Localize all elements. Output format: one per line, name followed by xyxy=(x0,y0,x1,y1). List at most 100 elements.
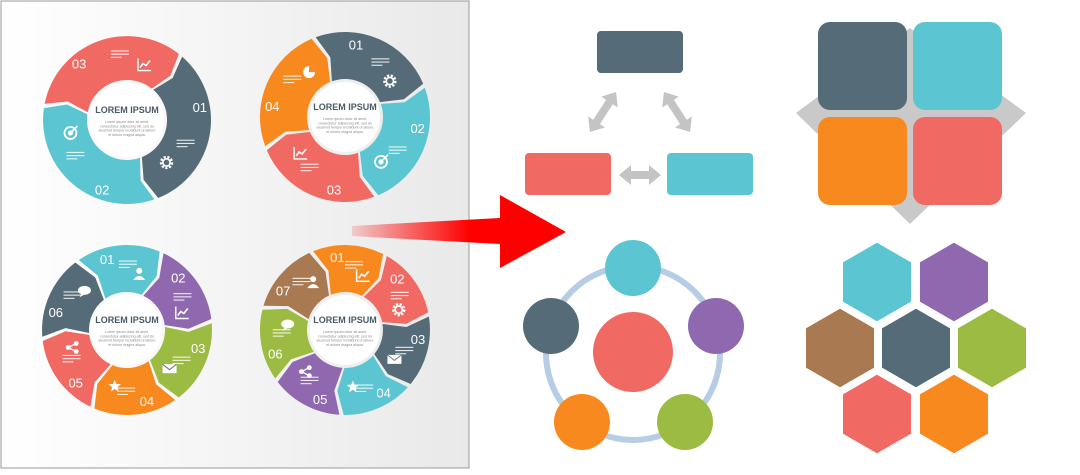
segment-number: 01 xyxy=(193,100,207,115)
chat-icon xyxy=(281,319,295,331)
segment-text-placeholder xyxy=(390,295,409,297)
quad-tile xyxy=(913,22,1002,110)
hex-tile xyxy=(879,305,953,391)
segment-text-placeholder xyxy=(345,261,363,263)
center-body-line: eiusmod tempor incididunt ut labore xyxy=(99,339,156,343)
target-icon xyxy=(374,154,389,169)
center-body-line: Lorem ipsum dolor sit amet, xyxy=(323,117,367,121)
segment-number: 05 xyxy=(68,376,82,391)
segment-number: 01 xyxy=(330,250,344,265)
center-body-line: consectetur adipiscing elit, sed do xyxy=(318,334,372,338)
hexagon-cluster-diagram xyxy=(803,239,1029,457)
cycle-segment: 06 xyxy=(42,262,104,337)
flow-arrow-right xyxy=(662,92,692,132)
segment-text-placeholder xyxy=(172,363,184,365)
segment-text-placeholder xyxy=(345,267,356,269)
hub-satellite-circle xyxy=(688,298,744,354)
segment-number: 03 xyxy=(411,332,425,347)
cycle-segment: 05 xyxy=(277,353,343,415)
cycle-segment: 01 xyxy=(315,31,424,103)
segment-text-placeholder xyxy=(300,170,312,172)
cycle-segment: 03 xyxy=(374,316,430,384)
chart-icon xyxy=(137,58,152,72)
segment-text-placeholder xyxy=(300,379,319,381)
gear-icon xyxy=(392,302,406,317)
segment-text-placeholder xyxy=(388,152,400,154)
segment-text-placeholder xyxy=(292,281,311,283)
triangle-flow-diagram xyxy=(525,31,753,195)
center-title: LOREM IPSUM xyxy=(95,315,159,325)
segment-number: 03 xyxy=(327,183,341,198)
segment-number: 02 xyxy=(95,183,109,198)
segment-number: 04 xyxy=(376,386,390,401)
segment-text-placeholder xyxy=(66,158,78,160)
center-body-line: Lorem ipsum dolor sit amet, xyxy=(105,330,149,334)
quad-tile xyxy=(818,117,907,205)
cycle-segment: 01 xyxy=(141,56,212,198)
segment-text-placeholder xyxy=(292,284,304,286)
segment-text-placeholder xyxy=(118,260,137,262)
chat-icon xyxy=(77,285,91,298)
cycle-segment: 04 xyxy=(337,355,408,416)
segment-text-placeholder xyxy=(283,82,295,84)
segment-text-placeholder xyxy=(283,78,302,80)
center-title: LOREM IPSUM xyxy=(313,315,377,325)
segment-text-placeholder xyxy=(176,146,188,148)
chart-icon xyxy=(355,269,370,282)
center-body-line: et dolore magna aliqua. xyxy=(108,343,146,347)
hex-tile xyxy=(840,239,914,325)
hex-tile xyxy=(955,305,1029,391)
segment-text-placeholder xyxy=(300,166,319,168)
transition-arrow xyxy=(352,195,566,268)
center-body-line: et dolore magna aliqua. xyxy=(326,343,364,347)
segment-text-placeholder xyxy=(176,142,195,144)
hex-tile xyxy=(840,371,914,457)
flow-box-right xyxy=(667,153,753,195)
cycle-center xyxy=(92,295,162,365)
segment-text-placeholder xyxy=(388,146,407,148)
segment-text-placeholder xyxy=(345,264,363,266)
center-body-line: eiusmod tempor incididunt ut labore xyxy=(317,339,374,343)
segment-text-placeholder xyxy=(176,139,195,141)
segment-number: 03 xyxy=(72,57,86,72)
segment-number: 02 xyxy=(171,270,185,285)
segment-text-placeholder xyxy=(63,297,75,299)
segment-text-placeholder xyxy=(173,299,185,301)
cycle-segment: 05 xyxy=(42,331,111,407)
center-body-line: eiusmod tempor incididunt ut labore xyxy=(99,129,156,133)
segment-text-placeholder xyxy=(292,277,311,279)
segment-text-placeholder xyxy=(62,361,74,363)
segment-text-placeholder xyxy=(272,329,291,331)
segment-text-placeholder xyxy=(395,350,414,352)
segment-text-placeholder xyxy=(272,335,284,337)
segment-text-placeholder xyxy=(63,294,82,296)
center-body-line: et dolore magna aliqua. xyxy=(108,133,146,137)
segment-number: 01 xyxy=(100,252,114,267)
segment-number: 06 xyxy=(49,305,63,320)
cycle-segment: 03 xyxy=(44,36,179,113)
cycle-segment: 01 xyxy=(313,245,384,296)
share-icon xyxy=(298,365,312,379)
cycle-segment: 01 xyxy=(78,245,160,299)
segment-text-placeholder xyxy=(172,356,191,358)
segment-text-placeholder xyxy=(395,346,414,348)
cycle-segment: 04 xyxy=(94,361,176,415)
cycle-segment: 02 xyxy=(359,87,431,196)
segment-number: 05 xyxy=(313,392,327,407)
segment-number: 02 xyxy=(390,272,404,287)
segment-text-placeholder xyxy=(355,387,374,389)
segment-text-placeholder xyxy=(355,384,374,386)
target-icon xyxy=(63,125,79,140)
cycle-center xyxy=(90,83,164,157)
center-body-line: consectetur adipiscing elit, sed do xyxy=(100,334,154,338)
segment-text-placeholder xyxy=(62,358,81,360)
segment-text-placeholder xyxy=(300,163,319,165)
segment-text-placeholder xyxy=(117,393,129,395)
center-body-line: Lorem ipsum dolor sit amet, xyxy=(105,120,149,124)
segment-text-placeholder xyxy=(118,266,130,268)
hex-tile xyxy=(917,239,991,325)
quad-grid-diagram xyxy=(796,22,1026,224)
